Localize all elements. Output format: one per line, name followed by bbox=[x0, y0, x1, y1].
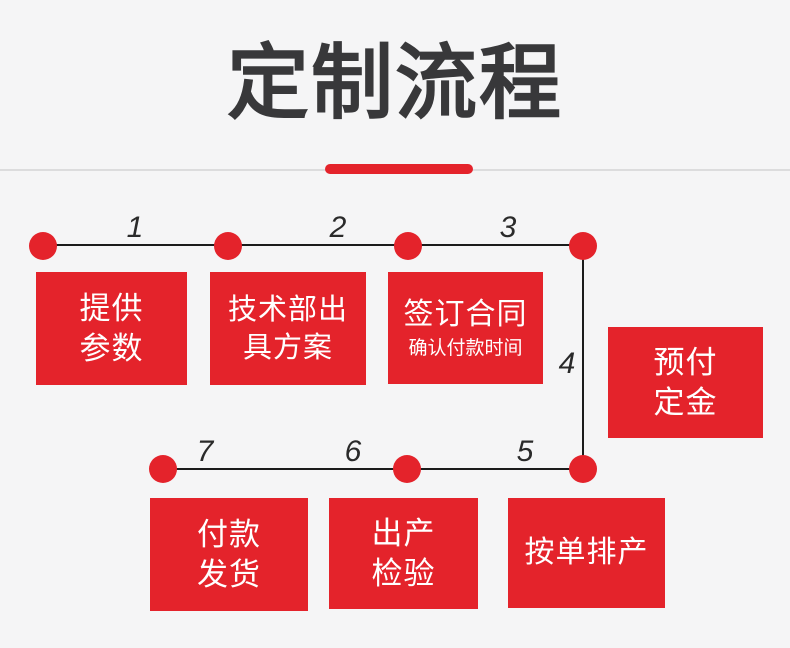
step-number-7: 7 bbox=[196, 435, 214, 468]
flow-box-schedule-production: 按单排产 bbox=[508, 498, 665, 608]
step-number-4: 4 bbox=[558, 347, 576, 380]
flow-box-prepay-deposit: 预付 定金 bbox=[608, 327, 763, 438]
flow-box-provide-params: 提供 参数 bbox=[36, 272, 187, 385]
flow-node-dot-4 bbox=[569, 232, 597, 260]
step-number-1: 1 bbox=[126, 211, 144, 244]
box-text-line: 提供 bbox=[79, 290, 144, 326]
box-text-line: 发货 bbox=[197, 556, 261, 592]
box-text-line: 签订合同 bbox=[403, 298, 528, 331]
flow-box-payment-shipping: 付款 发货 bbox=[150, 498, 308, 611]
flow-box-sign-contract: 签订合同 确认付款时间 bbox=[388, 272, 543, 384]
step-number-6: 6 bbox=[344, 435, 362, 468]
flow-node-dot-6 bbox=[393, 455, 421, 483]
box-text-line: 出产 bbox=[371, 515, 436, 551]
flow-node-dot-2 bbox=[214, 232, 242, 260]
box-text-line: 参数 bbox=[79, 330, 144, 366]
flow-box-tech-dept-plan: 技术部出 具方案 bbox=[210, 272, 366, 385]
flow-node-dot-3 bbox=[394, 232, 422, 260]
connector-line-vertical bbox=[582, 245, 584, 469]
flow-node-dot-1 bbox=[29, 232, 57, 260]
box-text-line: 定金 bbox=[653, 384, 718, 420]
box-text-line: 预付 bbox=[653, 344, 718, 380]
connector-line-top bbox=[43, 244, 583, 246]
step-number-5: 5 bbox=[516, 435, 534, 468]
box-text-line: 检验 bbox=[371, 555, 436, 591]
connector-line-bottom bbox=[163, 468, 583, 470]
title-accent-bar bbox=[325, 164, 473, 174]
box-text-line: 按单排产 bbox=[524, 536, 649, 569]
box-text-line: 技术部出 bbox=[227, 293, 348, 326]
box-text-subline: 确认付款时间 bbox=[408, 338, 523, 359]
step-number-3: 3 bbox=[499, 211, 517, 244]
flow-node-dot-5 bbox=[569, 455, 597, 483]
flow-node-dot-7 bbox=[149, 455, 177, 483]
box-text-line: 付款 bbox=[197, 516, 261, 552]
step-number-2: 2 bbox=[329, 211, 347, 244]
box-text-line: 具方案 bbox=[242, 331, 333, 364]
flow-box-production-inspection: 出产 检验 bbox=[329, 498, 478, 609]
page-title: 定制流程 bbox=[226, 38, 563, 129]
